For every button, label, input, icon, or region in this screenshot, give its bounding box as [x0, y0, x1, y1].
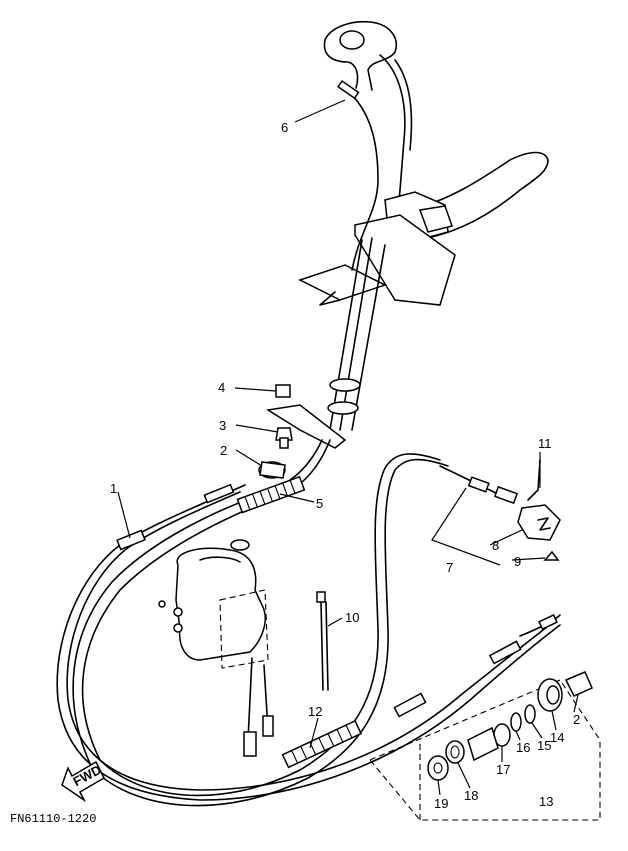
- bolt-part-3: [275, 427, 293, 441]
- handlebar-assembly: [265, 20, 549, 449]
- fitting-assembly-part-13: [369, 613, 601, 821]
- callout-19: 19: [434, 796, 448, 811]
- callout-18: 18: [464, 788, 478, 803]
- callout-2: 2: [220, 443, 227, 458]
- cable-tie-part-10: [316, 591, 329, 691]
- carburetor: [158, 539, 274, 757]
- callout-17: 17: [496, 762, 510, 777]
- bolt-shank: [279, 437, 289, 449]
- callout-12: 12: [308, 704, 322, 719]
- callout-6: 6: [281, 120, 288, 135]
- nut-part-4: [275, 384, 291, 398]
- grommet-body: [259, 461, 286, 479]
- callout-8: 8: [492, 538, 499, 553]
- callout-11: 11: [538, 436, 552, 451]
- callout-16: 16: [516, 740, 530, 755]
- callout-3: 3: [219, 418, 226, 433]
- callout-7: 7: [446, 560, 453, 575]
- callout-1: 1: [110, 481, 117, 496]
- callout-13: 13: [539, 794, 553, 809]
- throttle-cables: [56, 439, 561, 807]
- callout-9: 9: [514, 554, 521, 569]
- callout-labels: 6 4 3 2 1 5 11 8 7 9 10 12 2 14 15 16 17…: [110, 120, 580, 811]
- rod-end-2: [262, 715, 274, 737]
- callout-2-right: 2: [573, 712, 580, 727]
- nut-part-9: [543, 550, 560, 561]
- callout-4: 4: [218, 380, 225, 395]
- callout-5: 5: [316, 496, 323, 511]
- rod-end: [243, 731, 257, 757]
- cable-sleeve-part-5: [236, 475, 306, 514]
- leader-lines: [117, 99, 579, 796]
- mounting-hardware: [258, 384, 293, 479]
- callout-15: 15: [537, 738, 551, 753]
- forward-direction-arrow: FWD: [61, 760, 105, 803]
- diagram-code: FN61110-1220: [10, 812, 96, 826]
- cable-end-hardware: [431, 459, 561, 566]
- callout-10: 10: [345, 610, 359, 625]
- callout-14: 14: [550, 730, 564, 745]
- bracket-part-8: [517, 504, 561, 541]
